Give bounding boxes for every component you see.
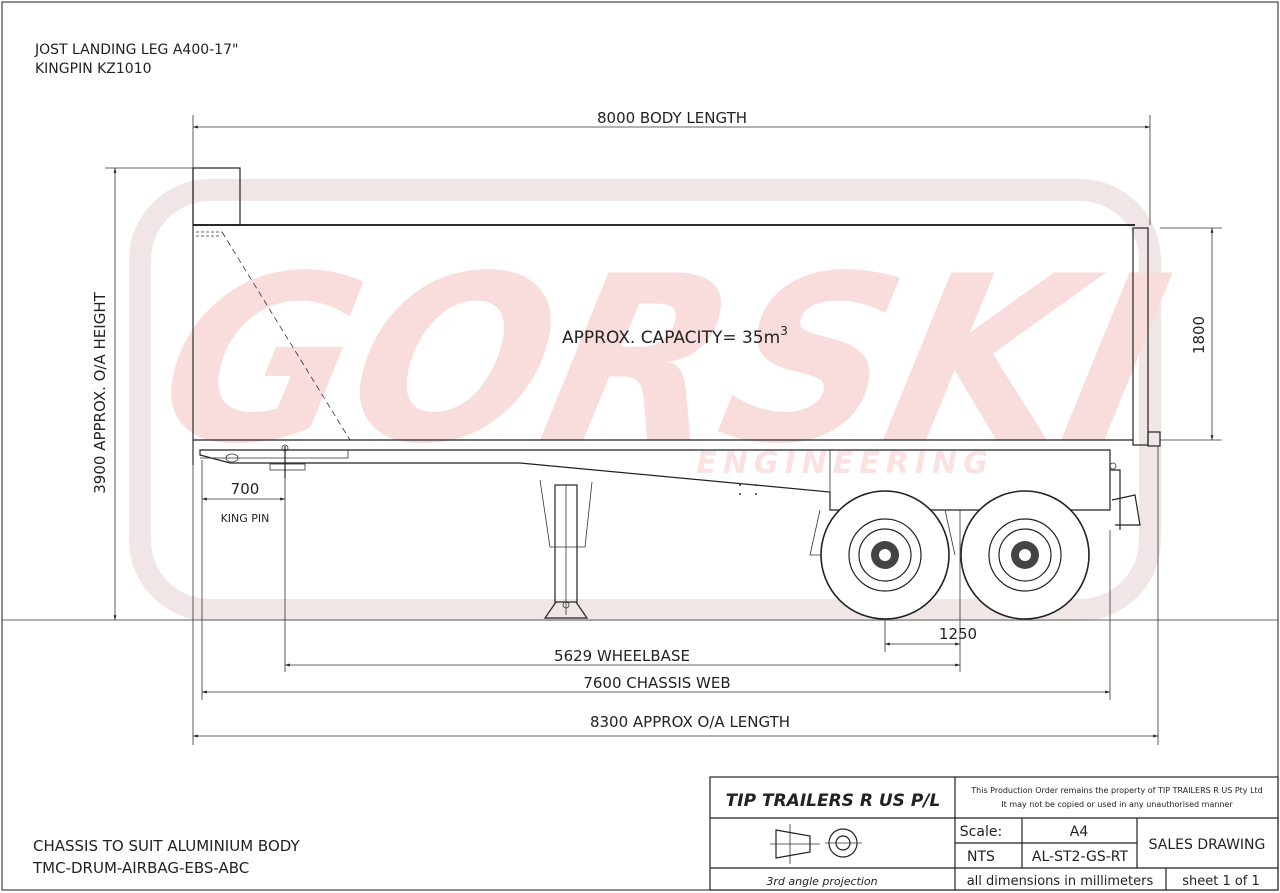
scale-label: Scale: — [960, 824, 1002, 840]
landing-leg — [539, 479, 593, 619]
ownership-notice-1: This Production Order remains the proper… — [970, 786, 1262, 795]
svg-text:GORSKI: GORSKI — [139, 226, 1187, 494]
ownership-notice-2: It may not be copied or used in any unau… — [1001, 800, 1233, 809]
dim-king-pin-value: 700 — [231, 480, 260, 498]
dim-axle-spread: 1250 — [939, 625, 977, 643]
dim-body-length: 8000 BODY LENGTH — [597, 109, 747, 127]
third-angle-projection-icon — [770, 824, 862, 864]
note-chassis-body: CHASSIS TO SUIT ALUMINIUM BODY — [33, 837, 300, 855]
dim-body-height: 1800 — [1190, 316, 1208, 354]
sheet-number: sheet 1 of 1 — [1182, 874, 1260, 889]
wheel-rear-axle — [960, 490, 1090, 620]
projection-label: 3rd angle projection — [766, 875, 877, 888]
drawing-number: AL-ST2-GS-RT — [1032, 849, 1129, 865]
dim-king-pin-label: KING PIN — [221, 512, 270, 525]
scale-value: NTS — [967, 849, 995, 865]
title-block — [709, 776, 1279, 891]
dim-chassis-web: 7600 CHASSIS WEB — [583, 674, 730, 692]
wheel-front-axle — [820, 490, 950, 620]
dimension-lines — [113, 125, 1214, 738]
note-landing-leg: JOST LANDING LEG A400-17" — [34, 42, 238, 58]
chassis — [199, 444, 1141, 530]
svg-text:ENGINEERING: ENGINEERING — [696, 446, 993, 481]
sheet-size: A4 — [1070, 824, 1089, 840]
units-note: all dimensions in millimeters — [967, 874, 1154, 889]
note-spec: TMC-DRUM-AIRBAG-EBS-ABC — [32, 859, 249, 877]
note-kingpin: KINGPIN KZ1010 — [35, 61, 152, 77]
dim-overall-length: 8300 APPROX O/A LENGTH — [590, 713, 790, 731]
capacity-label: APPROX. CAPACITY= 35m3 — [562, 324, 788, 348]
dim-overall-height: 3900 APPROX. O/A HEIGHT — [91, 291, 109, 493]
dim-wheelbase: 5629 WHEELBASE — [554, 647, 690, 665]
drawing-type: SALES DRAWING — [1149, 837, 1266, 853]
company-name: TIP TRAILERS R US P/L — [726, 791, 941, 811]
